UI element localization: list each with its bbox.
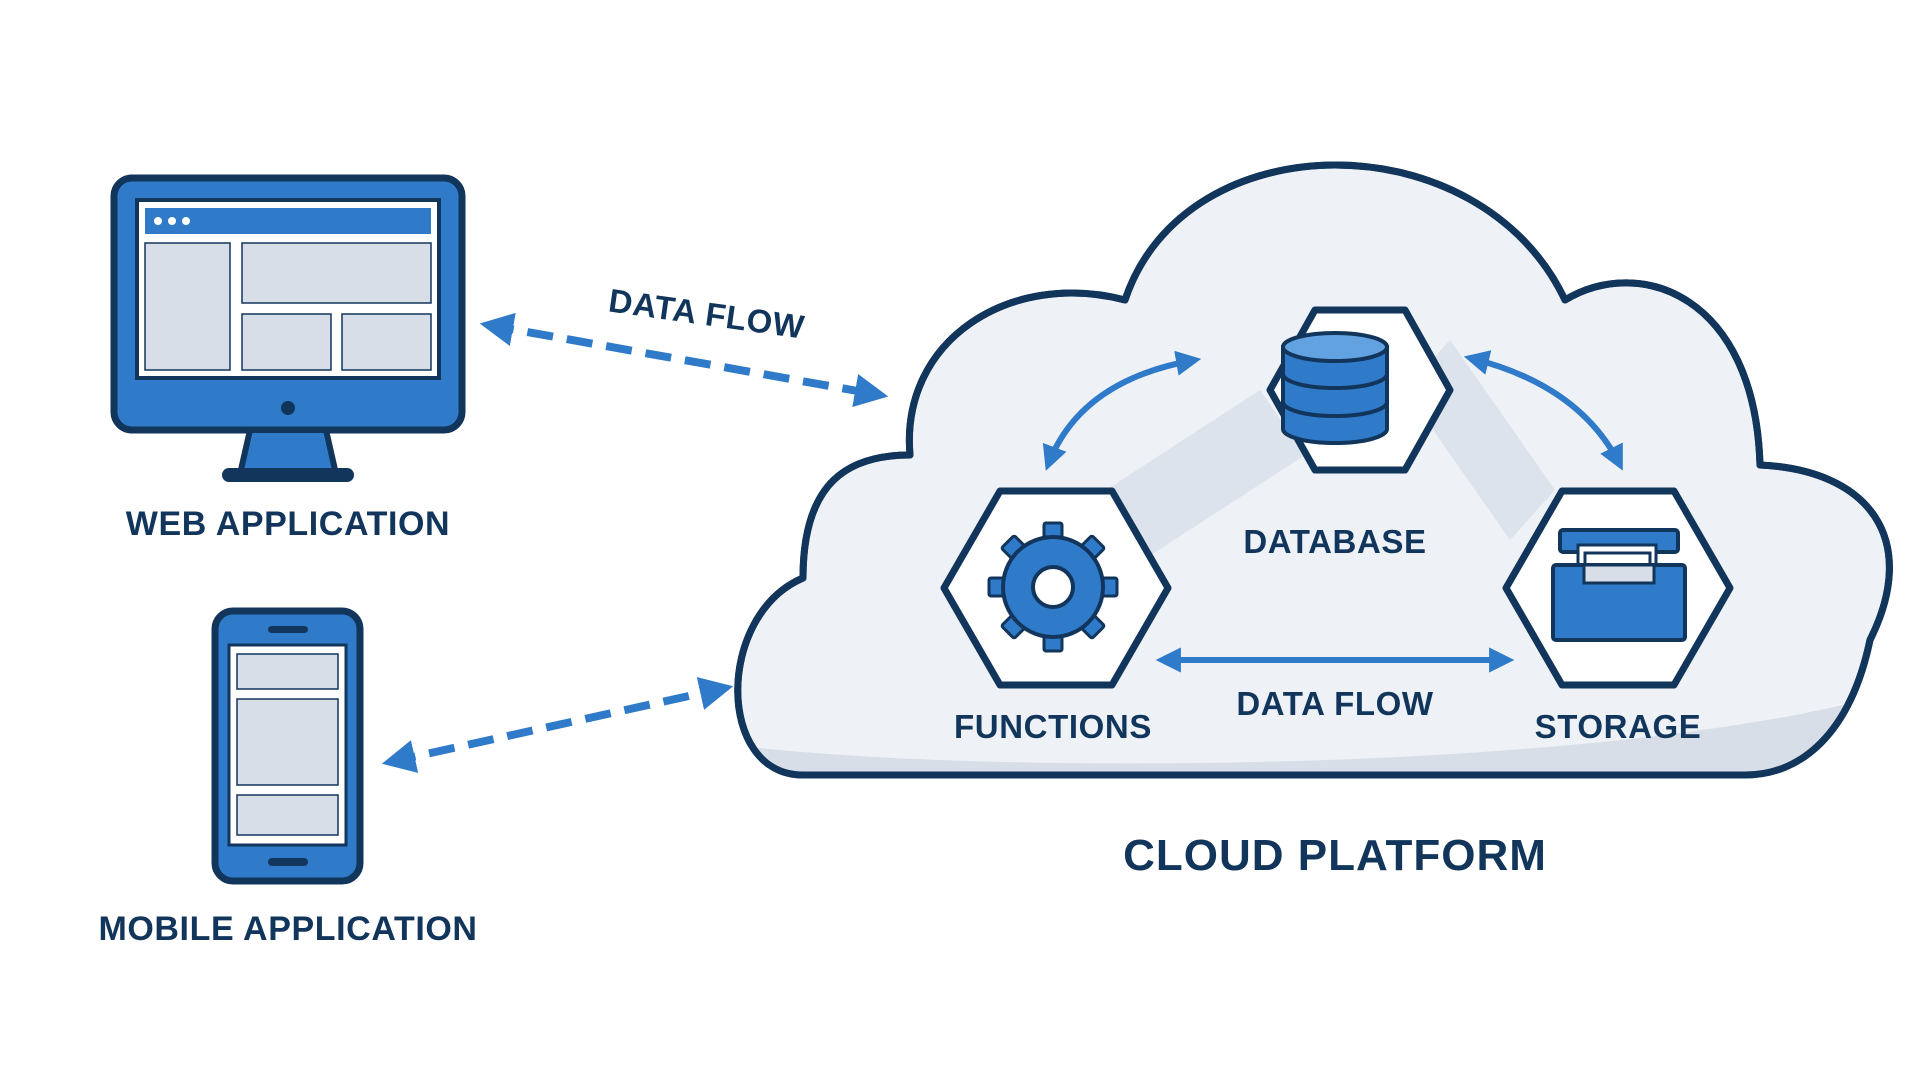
mobile-to-cloud-flow-arrow xyxy=(381,677,734,773)
file-drawer-icon xyxy=(1551,528,1687,642)
functions-database-flow-arrow xyxy=(1042,350,1202,471)
upper-data-flow-label: DATA FLOW xyxy=(606,282,807,346)
cloud-platform-title: CLOUD PLATFORM xyxy=(1123,831,1547,880)
storage-label: STORAGE xyxy=(1535,708,1702,745)
web-to-cloud-flow-arrow xyxy=(479,312,889,408)
database-node: DATABASE xyxy=(1243,306,1454,560)
database-storage-flow-arrow xyxy=(1463,350,1623,471)
functions-node: FUNCTIONS xyxy=(940,487,1172,745)
mobile-application-label: MOBILE APPLICATION xyxy=(98,910,477,948)
web-application: WEB APPLICATION xyxy=(110,174,466,543)
internal-data-flow-label: DATA FLOW xyxy=(1236,685,1433,722)
gear-icon xyxy=(987,521,1119,653)
web-application-label: WEB APPLICATION xyxy=(126,505,450,543)
functions-label: FUNCTIONS xyxy=(954,708,1152,745)
database-cylinder-icon xyxy=(1281,331,1389,445)
database-label: DATABASE xyxy=(1243,523,1426,560)
storage-node: STORAGE xyxy=(1502,487,1734,745)
smartphone-icon xyxy=(211,607,364,885)
desktop-monitor-icon xyxy=(110,174,466,482)
mobile-application: MOBILE APPLICATION xyxy=(98,607,477,948)
cloud-platform: DATA FLOW DATABASE xyxy=(734,161,1893,779)
